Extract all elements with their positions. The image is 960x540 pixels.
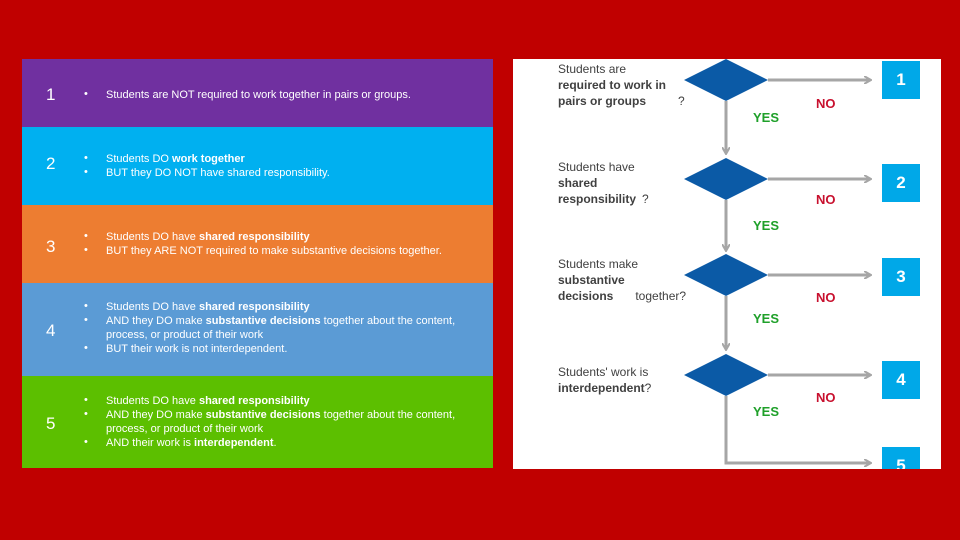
level-4-row: 4 Students DO have shared responsibility… (22, 283, 493, 376)
outcome-box-4: 4 (882, 361, 920, 399)
level-number: 3 (46, 237, 56, 256)
yes-label-3: YES (753, 311, 780, 326)
flowchart-diagram (684, 59, 941, 469)
level-number: 1 (46, 85, 56, 104)
level-number: 5 (46, 414, 56, 433)
question-2: Students have shared responsibility? (558, 160, 649, 206)
bullet-item: Students DO have shared responsibility (84, 299, 484, 314)
no-label-4: NO (816, 390, 836, 405)
bullet-item: BUT they DO NOT have shared responsibili… (84, 165, 484, 180)
bullet-item: Students are NOT required to work togeth… (84, 87, 484, 102)
bullet-item: AND they DO make substantive decisions t… (84, 407, 484, 436)
yes-arrow-4 (724, 396, 870, 463)
levels-panel: 1 Students are NOT required to work toge… (22, 59, 493, 468)
level-bullets: Students DO have shared responsibility A… (84, 299, 484, 356)
level-2-row: 2 Students DO work together BUT they DO … (22, 127, 493, 205)
bullet-item: Students DO have shared responsibility (84, 229, 484, 244)
question-3: Students make substantive decisions toge… (558, 257, 687, 303)
no-label-3: NO (816, 290, 836, 305)
bullet-item: AND their work is interdependent. (84, 435, 484, 450)
bullet-item: BUT they ARE NOT required to make substa… (84, 243, 484, 258)
question-1: Students are required to work in pairs o… (558, 62, 685, 108)
bullet-item: AND they DO make substantive decisions t… (84, 313, 484, 342)
outcome-box-5: 5 (882, 447, 920, 469)
level-3-row: 3 Students DO have shared responsibility… (22, 205, 493, 283)
level-bullets: Students DO have shared responsibility B… (84, 229, 484, 258)
decision-diamond-3 (684, 254, 768, 296)
yes-label-1: YES (753, 110, 780, 125)
outcome-box-1: 1 (882, 61, 920, 99)
level-1-row: 1 Students are NOT required to work toge… (22, 59, 493, 127)
level-5-row: 5 Students DO have shared responsibility… (22, 376, 493, 468)
flowchart-panel: Students are required to work in pairs o… (513, 59, 941, 469)
outcome-box-2: 2 (882, 164, 920, 202)
bullet-item: Students DO have shared responsibility (84, 393, 484, 408)
no-label-1: NO (816, 96, 836, 111)
bullet-item: BUT their work is not interdependent. (84, 341, 484, 356)
level-bullets: Students DO have shared responsibility A… (84, 393, 484, 450)
decision-diamond-2 (684, 158, 768, 200)
level-number: 2 (46, 154, 56, 173)
question-4: Students' work is interdependent? (558, 365, 652, 395)
bullet-item: Students DO work together (84, 151, 484, 166)
decision-diamond-4 (684, 354, 768, 396)
decision-diamond-1 (684, 59, 768, 101)
level-bullets: Students are NOT required to work togeth… (84, 87, 484, 102)
no-label-2: NO (816, 192, 836, 207)
level-number: 4 (46, 321, 56, 340)
outcome-box-3: 3 (882, 258, 920, 296)
yes-label-2: YES (753, 218, 780, 233)
level-bullets: Students DO work together BUT they DO NO… (84, 151, 484, 180)
yes-label-4: YES (753, 404, 780, 419)
